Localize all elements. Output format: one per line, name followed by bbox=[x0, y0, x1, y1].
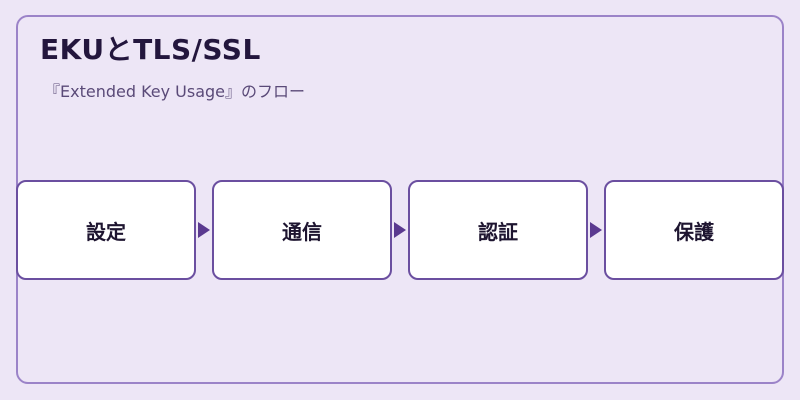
page-subtitle: 『Extended Key Usage』のフロー bbox=[44, 82, 306, 101]
page-title: EKUとTLS/SSL bbox=[40, 33, 261, 66]
flow-arrow-3 bbox=[590, 222, 602, 238]
step-box-communication: 通信 bbox=[212, 180, 392, 280]
step-box-protection: 保護 bbox=[604, 180, 784, 280]
flow-arrow-1 bbox=[198, 222, 210, 238]
flow-arrow-2 bbox=[394, 222, 406, 238]
step-box-setup: 設定 bbox=[16, 180, 196, 280]
step-box-authentication: 認証 bbox=[408, 180, 588, 280]
